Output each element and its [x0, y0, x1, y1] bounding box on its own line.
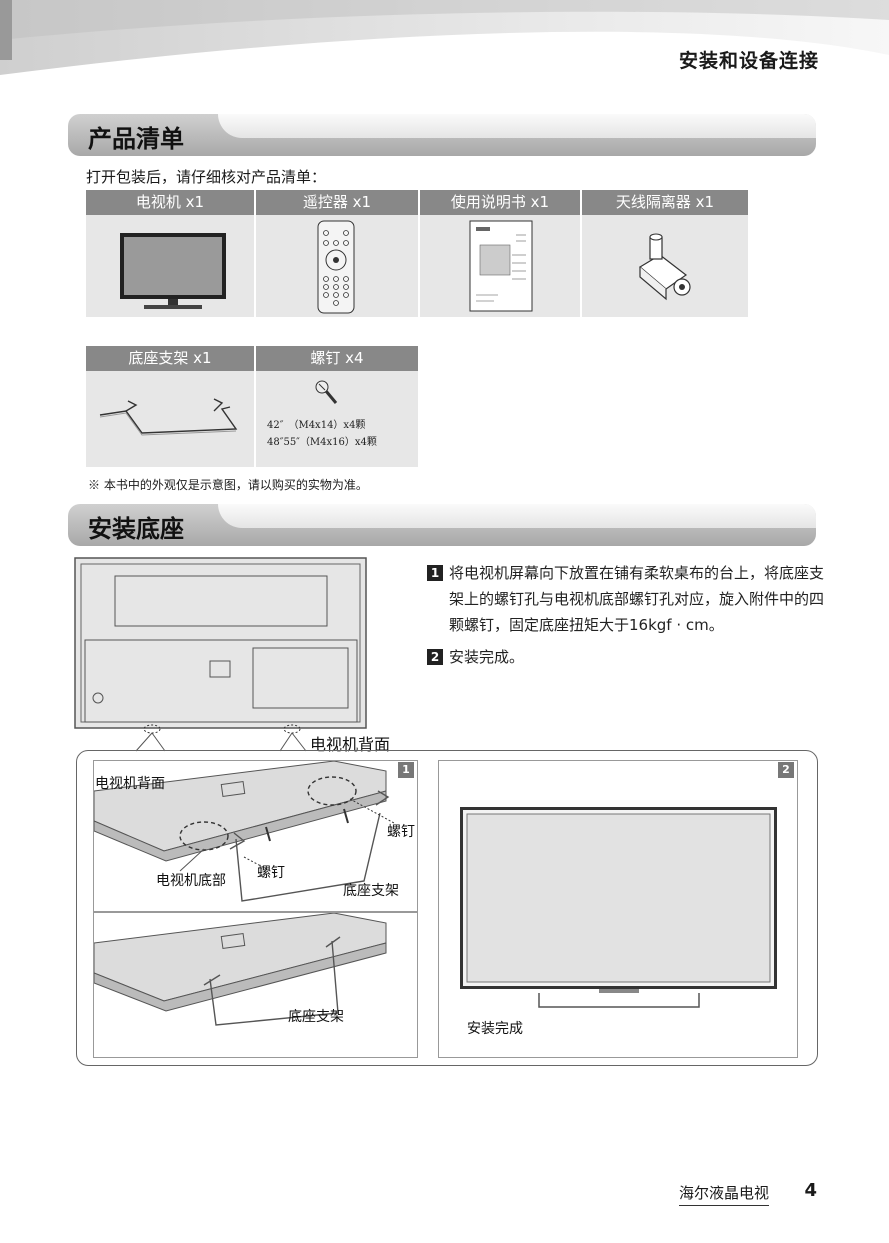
install-diagram-frame — [76, 750, 818, 1066]
panel-1-top — [93, 760, 418, 912]
product-label: 天线隔离器 x1 — [582, 190, 748, 215]
label-screw-left: 螺钉 — [257, 865, 285, 881]
step-1: 1 将电视机屏幕向下放置在铺有柔软桌布的台上，将底座支架上的螺钉孔与电视机底部螺… — [427, 560, 827, 638]
stand-installed-diagram — [93, 912, 387, 1026]
stand-attach-diagram — [93, 760, 395, 902]
section-title: 安装底座 — [88, 515, 184, 543]
screw-spec-42: 42″ （M4x14）x4颗 — [267, 420, 366, 431]
stand-illustration — [99, 398, 238, 436]
install-steps: 1 将电视机屏幕向下放置在铺有柔软桌布的台上，将底座支架上的螺钉孔与电视机底部螺… — [427, 560, 827, 676]
screw-spec-48-55: 48″55″（M4x16）x4颗 — [267, 437, 377, 448]
product-cell-antenna-isolator: 天线隔离器 x1 — [582, 190, 748, 317]
product-cell-tv: 电视机 x1 — [86, 190, 254, 317]
product-cell-screws: 螺钉 x4 — [256, 346, 418, 467]
screw-illustration — [315, 380, 338, 404]
header-band — [0, 0, 889, 75]
panel-2-badge: 2 — [778, 762, 794, 778]
section-bar-install-stand: 安装底座 — [68, 504, 816, 546]
product-label: 电视机 x1 — [86, 190, 254, 215]
intro-text: 打开包装后，请仔细核对产品清单： — [86, 168, 327, 186]
product-cell-stand: 底座支架 x1 — [86, 346, 254, 467]
product-label: 底座支架 x1 — [86, 346, 254, 371]
step-text: 安装完成。 — [449, 648, 525, 666]
tv-illustration — [120, 233, 226, 309]
remote-illustration — [317, 220, 355, 314]
chapter-title: 安装和设备连接 — [678, 50, 819, 72]
page-number: 4 — [804, 1180, 817, 1201]
product-cell-manual: 使用说明书 x1 — [420, 190, 580, 317]
product-label: 螺钉 x4 — [256, 346, 418, 371]
label-screw-right: 螺钉 — [387, 824, 415, 840]
disclaimer-note: ※ 本书中的外观仅是示意图，请以购买的实物为准。 — [88, 478, 368, 492]
isolator-illustration — [638, 233, 691, 301]
label-tv-back: 电视机背面 — [95, 776, 165, 792]
section-title: 产品清单 — [88, 125, 184, 153]
section-bar-product-list: 产品清单 — [68, 114, 816, 156]
product-label: 使用说明书 x1 — [420, 190, 580, 215]
panel-1-badge: 1 — [398, 762, 414, 778]
screw-spec: 42″ （M4x14）x4颗 48″55″（M4x16）x4颗 — [267, 417, 377, 451]
manual-illustration — [469, 220, 533, 312]
label-tv-back-top: 电视机背面 — [310, 735, 391, 754]
label-stand: 底座支架 — [343, 883, 399, 899]
panel-2 — [438, 760, 798, 1058]
label-tv-bottom: 电视机底部 — [156, 873, 226, 889]
label-stand-2: 底座支架 — [288, 1009, 344, 1025]
product-label: 遥控器 x1 — [256, 190, 418, 215]
footer-brand: 海尔液晶电视 — [678, 1182, 769, 1206]
step-number: 2 — [427, 649, 443, 665]
step-text: 将电视机屏幕向下放置在铺有柔软桌布的台上，将底座支架上的螺钉孔与电视机底部螺钉孔… — [449, 564, 825, 634]
label-done: 安装完成 — [467, 1021, 523, 1037]
product-cell-remote: 遥控器 x1 — [256, 190, 418, 317]
panel-1-bottom — [93, 912, 418, 1058]
tv-back-diagram — [74, 557, 367, 752]
step-number: 1 — [427, 565, 443, 581]
step-2: 2 安装完成。 — [427, 644, 827, 670]
installed-tv-diagram — [460, 807, 777, 1008]
